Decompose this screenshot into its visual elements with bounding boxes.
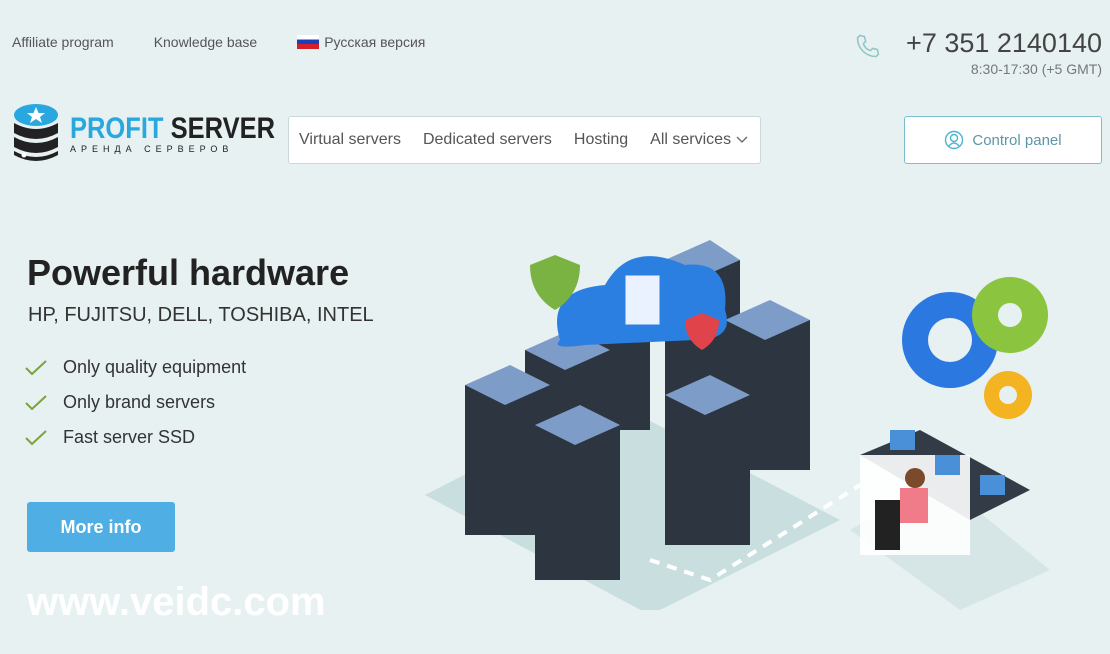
control-panel-label: Control panel — [972, 131, 1062, 149]
shield-alert-icon — [685, 313, 719, 350]
top-links: Affiliate program Knowledge base Русская… — [12, 34, 425, 50]
check-icon — [25, 394, 47, 410]
more-info-button[interactable]: More info — [27, 502, 175, 552]
russian-version-label: Русская версия — [324, 34, 426, 50]
feature-item: Fast server SSD — [25, 420, 246, 455]
feature-list: Only quality equipment Only brand server… — [25, 350, 246, 455]
hero-subtitle: HP, FUJITSU, DELL, TOSHIBA, INTEL — [28, 304, 374, 326]
logo[interactable]: PROFIT SERVER АРЕНДА СЕРВЕРОВ — [12, 103, 282, 163]
phone-icon — [856, 34, 880, 58]
check-icon — [25, 359, 47, 375]
server-room-illustration — [425, 240, 1050, 610]
nav-virtual-servers[interactable]: Virtual servers — [299, 131, 401, 148]
user-icon — [945, 130, 964, 150]
nav-all-services-label: All services — [650, 131, 732, 148]
hero-title: Powerful hardware — [27, 252, 350, 293]
nav-dedicated-servers[interactable]: Dedicated servers — [422, 131, 552, 148]
feature-item: Only quality equipment — [25, 350, 246, 385]
logo-tagline: АРЕНДА СЕРВЕРОВ — [70, 144, 234, 154]
main-nav: Virtual servers Dedicated servers Hostin… — [288, 116, 761, 164]
control-panel-button[interactable]: Control panel — [904, 116, 1102, 164]
contact-block: +7 351 2140140 8:30-17:30 (+5 GMT) — [856, 28, 1102, 77]
check-icon — [25, 429, 47, 445]
nav-hosting[interactable]: Hosting — [573, 131, 629, 148]
feature-label: Fast server SSD — [63, 427, 196, 447]
affiliate-link[interactable]: Affiliate program — [12, 34, 114, 50]
gears-icon — [902, 277, 1048, 419]
chevron-down-icon — [736, 136, 747, 143]
shield-icon — [530, 255, 580, 310]
office-workers-illustration — [860, 430, 1030, 555]
feature-label: Only quality equipment — [63, 357, 247, 377]
logo-word-profit: PROFIT — [70, 112, 164, 145]
russian-version-link[interactable]: Русская версия — [297, 34, 425, 50]
feature-label: Only brand servers — [63, 392, 216, 412]
feature-item: Only brand servers — [25, 385, 246, 420]
phone-number[interactable]: +7 351 2140140 — [906, 28, 1102, 58]
server-stack-logo-icon — [14, 104, 58, 161]
knowledge-base-link[interactable]: Knowledge base — [153, 34, 258, 50]
russia-flag-icon — [297, 35, 320, 49]
nav-all-services[interactable]: All services — [650, 131, 747, 149]
watermark: www.veidc.com — [27, 580, 326, 624]
logo-word-server: SERVER — [170, 112, 275, 145]
working-hours: 8:30-17:30 (+5 GMT) — [970, 61, 1102, 77]
